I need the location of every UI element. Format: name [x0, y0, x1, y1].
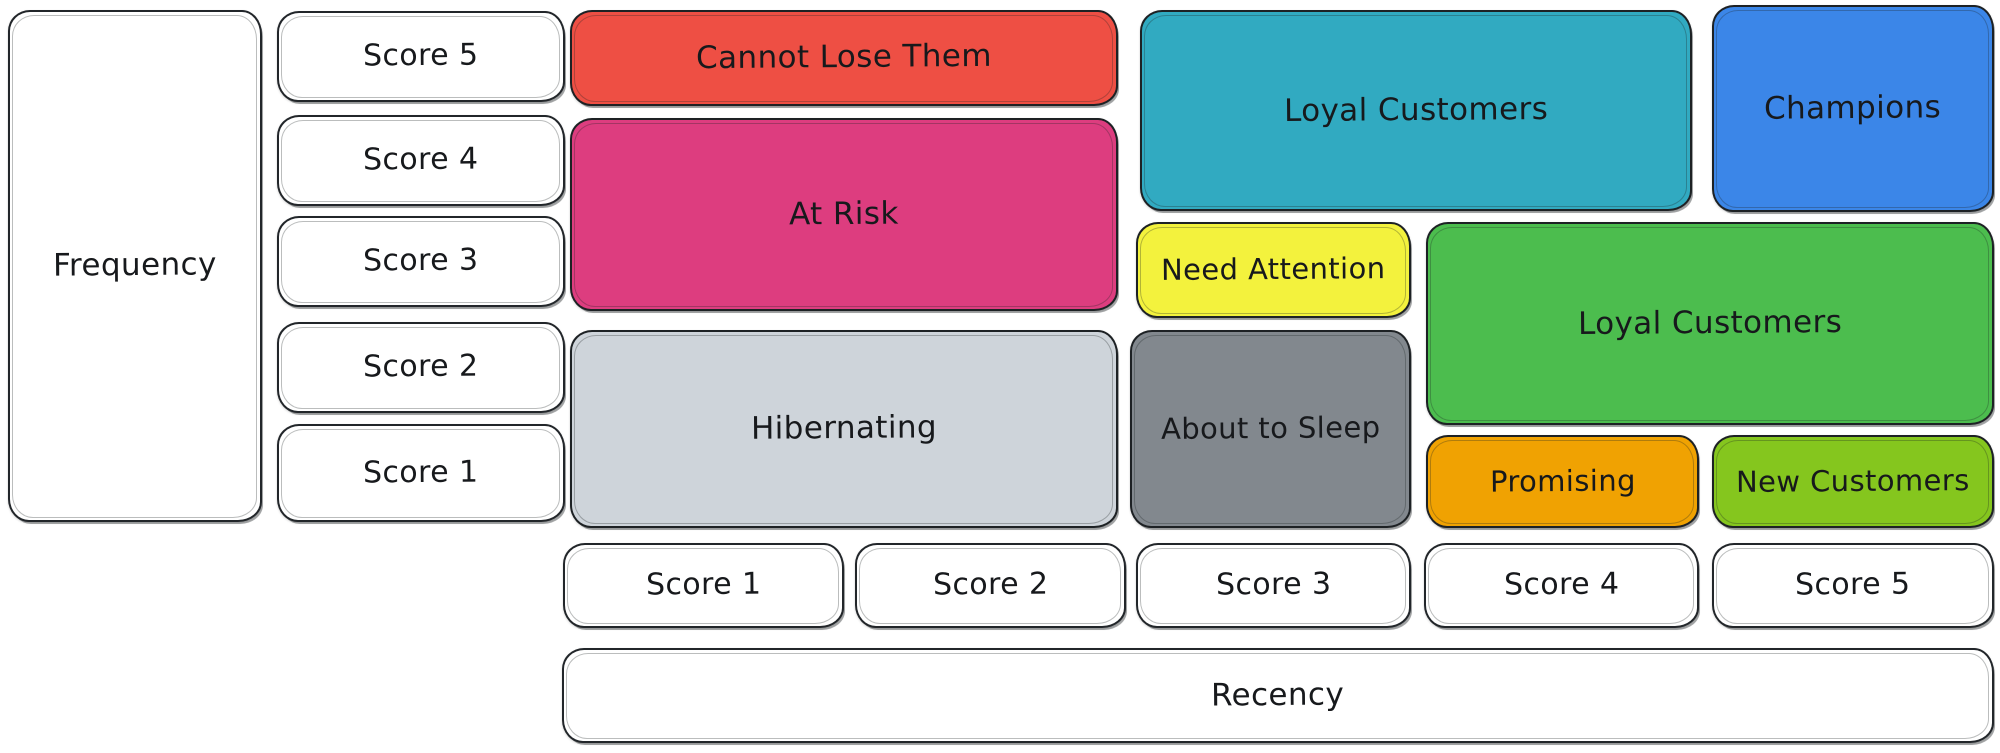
recency-score-4[interactable]: Score 4: [1424, 543, 1699, 628]
segment-loyal-customers-green[interactable]: Loyal Customers: [1426, 222, 1994, 425]
frequency-score-1[interactable]: Score 1: [277, 424, 565, 522]
segment-about-to-sleep[interactable]: About to Sleep: [1130, 330, 1411, 528]
frequency-score-4[interactable]: Score 4: [277, 115, 565, 206]
frequency-score-2[interactable]: Score 2: [277, 322, 565, 413]
recency-score-5[interactable]: Score 5: [1712, 543, 1994, 628]
segment-champions[interactable]: Champions: [1712, 5, 1994, 212]
segment-need-attention[interactable]: Need Attention: [1136, 222, 1411, 318]
frequency-axis-label: Frequency: [8, 10, 262, 522]
segment-cannot-lose-them[interactable]: Cannot Lose Them: [570, 10, 1118, 106]
segment-hibernating[interactable]: Hibernating: [570, 330, 1118, 528]
segment-promising[interactable]: Promising: [1426, 435, 1699, 528]
recency-score-3[interactable]: Score 3: [1136, 543, 1411, 628]
recency-score-2[interactable]: Score 2: [855, 543, 1126, 628]
frequency-score-5[interactable]: Score 5: [277, 11, 565, 102]
recency-score-1[interactable]: Score 1: [563, 543, 844, 628]
frequency-score-3[interactable]: Score 3: [277, 216, 565, 307]
segment-at-risk[interactable]: At Risk: [570, 118, 1118, 311]
segment-loyal-customers-teal[interactable]: Loyal Customers: [1140, 10, 1692, 211]
segment-new-customers[interactable]: New Customers: [1712, 435, 1994, 528]
recency-axis-label: Recency: [562, 648, 1994, 743]
